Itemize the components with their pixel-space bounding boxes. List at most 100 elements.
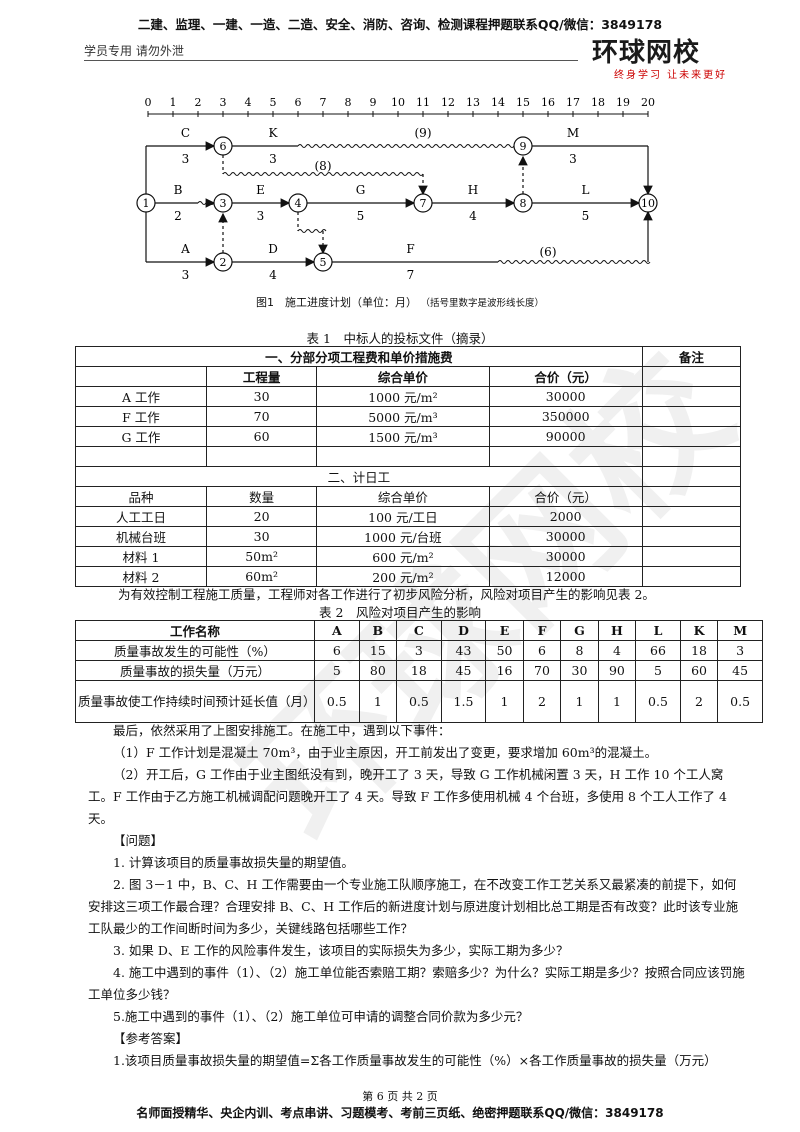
free-float-wave (222, 172, 424, 176)
free-float-wave (197, 201, 215, 205)
scale-tick-label: 10 (391, 96, 405, 109)
activity-label: 3 (257, 209, 265, 223)
activity-label: 2 (174, 209, 182, 223)
network-node (413, 193, 433, 213)
network-node (213, 136, 233, 156)
network-node (313, 252, 333, 272)
scale-tick-label: 0 (145, 96, 152, 109)
scale-tick-label: 12 (441, 96, 455, 109)
question-1: 1. 计算该项目的质量事故损失量的期望值。 (113, 855, 354, 870)
activity-label: K (269, 126, 279, 140)
header-student-note: 学员专用 请勿外泄 (84, 44, 184, 58)
node-label: 2 (220, 256, 227, 269)
node-label: 8 (520, 197, 527, 210)
header-contact: 二建、监理、一建、一造、二造、安全、消防、咨询、检测课程押题联系QQ/微信：38… (137, 17, 663, 32)
network-node (288, 193, 308, 213)
questions-heading: 【问题】 (113, 833, 164, 848)
activity-label: M (567, 126, 579, 140)
t1-remark: 备注 (641, 346, 742, 367)
scale-tick-label: 17 (566, 96, 580, 109)
scale-tick-label: 1 (170, 96, 177, 109)
free-float-wave (297, 144, 515, 148)
activity-label: B (174, 183, 183, 197)
scale-tick-label: 15 (516, 96, 530, 109)
header-rule (84, 60, 578, 61)
footer-contact: 名师面授精华、央企内训、考点串讲、习题模考、考前三页纸、绝密押题联系QQ/微信：… (136, 1106, 664, 1120)
activity-label: G (356, 183, 366, 197)
activity-label: L (582, 183, 590, 197)
node-label: 5 (320, 256, 327, 269)
scale-tick-label: 14 (491, 96, 505, 109)
t1-h2: 综合单价 (316, 366, 490, 387)
scale-tick-label: 4 (245, 96, 252, 109)
activity-label: 3 (182, 152, 190, 166)
activity-label: (8) (315, 159, 332, 173)
scale-tick-label: 3 (220, 96, 227, 109)
scale-tick-label: 5 (270, 96, 277, 109)
brand-slogan: 终身学习 让未来更好 (614, 70, 728, 81)
scale-tick-label: 6 (295, 96, 302, 109)
network-node (513, 193, 533, 213)
node-label: 3 (220, 197, 227, 210)
scale-tick-label: 8 (345, 96, 352, 109)
para-events: 最后，依然采用了上图安排施工。在施工中，遇到以下事件： (113, 723, 451, 738)
free-float-wave (497, 260, 651, 264)
risk-impact-table: 工作名称 A B C D E F G H L K M 质量事故发生的可能性（%）… (75, 620, 763, 723)
risk-intro: 为有效控制工程施工质量，工程师对各工作进行了初步风险分析，风险对项目产生的影响见… (118, 587, 655, 602)
table1-title: 表 1 中标人的投标文件（摘录） (306, 331, 494, 346)
scale-tick-label: 13 (466, 96, 480, 109)
answers-heading: 【参考答案】 (113, 1031, 189, 1046)
activity-label: 3 (569, 152, 577, 166)
node-label: 7 (420, 197, 427, 210)
figure-caption: 图1 施工进度计划（单位：月） （括号里数字是波形线长度） (0, 294, 800, 310)
activity-label: (9) (415, 126, 432, 140)
scale-tick-label: 19 (616, 96, 630, 109)
question-5: 5.施工中遇到的事件（1）、（2）施工单位可申请的调整合同价款为多少元？ (113, 1009, 529, 1024)
node-label: 6 (220, 140, 227, 153)
figure-caption-text: 图1 施工进度计划（单位：月） (255, 296, 417, 309)
activity-label: C (181, 126, 190, 140)
scale-tick-label: 11 (416, 96, 430, 109)
activity-label: (6) (540, 245, 557, 259)
scale-tick-label: 2 (195, 96, 202, 109)
node-label: 9 (520, 140, 527, 153)
para-event2: （2）开工后，G 工作由于业主图纸没有到，晚开工了 3 天，导致 G 工作机械闲… (88, 767, 727, 826)
para-event1: （1）F 工作计划是混凝土 70m³，由于业主原因，开工前发出了变更，要求增加 … (113, 745, 658, 760)
scale-tick-label: 16 (541, 96, 555, 109)
question-3: 3. 如果 D、E 工作的风险事件发生，该项目的实际损失为多少，实际工期为多少？ (113, 943, 569, 958)
scale-tick-label: 9 (370, 96, 377, 109)
node-label: 4 (295, 197, 302, 210)
activity-label: D (268, 242, 278, 256)
t1-section1: 一、分部分项工程费和单价措施费 (75, 346, 643, 367)
scale-tick-label: 20 (641, 96, 655, 109)
figure-caption-note: （括号里数字是波形线长度） (420, 298, 544, 309)
answer-1: 1.该项目质量事故损失量的期望值=Σ各工作质量事故发生的可能性（%）×各工作质量… (113, 1053, 717, 1068)
network-edges (145, 141, 653, 267)
activity-label: 4 (269, 268, 277, 282)
network-node (513, 136, 533, 156)
network-node (213, 252, 233, 272)
t1-h1: 工程量 (205, 366, 318, 387)
node-label: 1 (143, 197, 150, 210)
question-2: 2. 图 3－1 中，B、C、H 工作需要由一个专业施工队顺序施工，在不改变工作… (88, 877, 739, 936)
activity-label: 5 (357, 209, 365, 223)
activity-label: H (468, 183, 478, 197)
activity-label: F (406, 242, 414, 256)
activity-label: 3 (182, 268, 190, 282)
table-row-empty (75, 446, 742, 467)
t1-h0 (75, 366, 207, 387)
activity-label: A (180, 242, 190, 256)
brand-logo: 环球网校 (592, 38, 701, 68)
